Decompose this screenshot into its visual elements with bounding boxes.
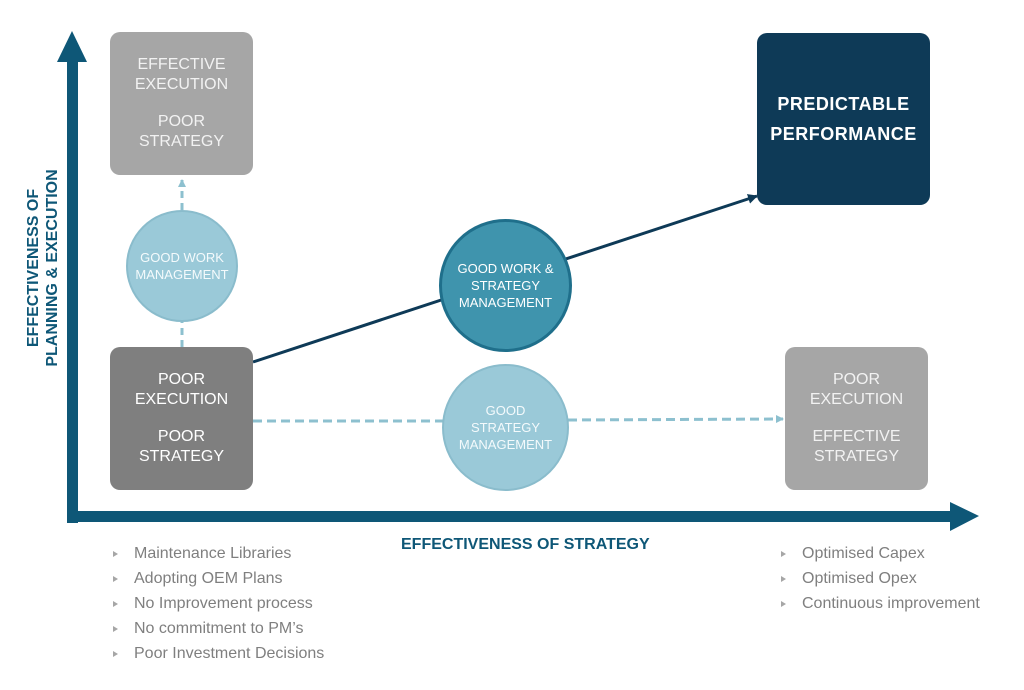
x-axis-label: EFFECTIVENESS OF STRATEGY (401, 536, 650, 553)
list-item-text: Poor Investment Decisions (134, 644, 325, 662)
circle-good-work-management: GOOD WORK MANAGEMENT (126, 210, 238, 322)
circle-label-line: STRATEGY (470, 420, 541, 435)
x-axis-shaft (67, 511, 955, 522)
list-item: No commitment to PM’s (111, 616, 324, 641)
list-item-text: Optimised Opex (802, 569, 917, 587)
circle-label-line: MANAGEMENT (458, 295, 553, 310)
list-item-text: No commitment to PM’s (134, 619, 304, 637)
bullet-triangle-icon (781, 550, 786, 557)
circle-label-line: MANAGEMENT (458, 437, 553, 452)
circle-label-line: GOOD (485, 403, 526, 418)
poor-strategy-characteristics-list: Maintenance Libraries Adopting OEM Plans… (111, 541, 324, 666)
quadrant-poor-execution-effective-strategy: POOR EXECUTION EFFECTIVE STRATEGY (785, 347, 928, 490)
bullet-triangle-icon (781, 600, 786, 607)
bullet-triangle-icon (113, 550, 118, 557)
list-item: Optimised Capex (779, 541, 980, 566)
performance-label: PERFORMANCE (770, 124, 917, 144)
bullet-triangle-icon (781, 575, 786, 582)
bullet-triangle-icon (113, 575, 118, 582)
y-axis-shaft (67, 58, 78, 523)
quadrant-strategy-label: POOR STRATEGY (138, 113, 225, 150)
circle-label-line: GOOD WORK & (457, 261, 554, 276)
list-item-text: Continuous improvement (802, 594, 980, 612)
quadrant-execution-label: EFFECTIVE EXECUTION (134, 56, 229, 93)
list-item: Poor Investment Decisions (111, 641, 324, 666)
x-axis-arrowhead (950, 502, 979, 531)
y-axis-arrowhead (57, 31, 87, 62)
quadrant-execution-label: POOR EXECUTION (134, 371, 229, 408)
list-item: Maintenance Libraries (111, 541, 324, 566)
list-item-text: Optimised Capex (802, 544, 925, 562)
list-item-text: Maintenance Libraries (134, 544, 292, 562)
bullet-triangle-icon (113, 600, 118, 607)
bullet-triangle-icon (113, 625, 118, 632)
y-axis-label-line2: PLANNING & EXECUTION (44, 169, 61, 367)
circle-label-line: GOOD WORK (140, 250, 224, 265)
predictable-label: PREDICTABLE (777, 94, 910, 114)
circle-label-line: MANAGEMENT (135, 267, 229, 282)
list-item: Optimised Opex (779, 566, 980, 591)
quadrant-strategy-label: POOR STRATEGY (138, 428, 225, 465)
strategy-path-dashed-right (567, 415, 784, 424)
effective-strategy-benefits-list: Optimised Capex Optimised Opex Continuou… (779, 541, 980, 616)
bullet-triangle-icon (113, 650, 118, 657)
quadrant-strategy-label: EFFECTIVE STRATEGY (812, 428, 901, 465)
list-item: Adopting OEM Plans (111, 566, 324, 591)
y-axis-label-line1: EFFECTIVENESS OF (25, 188, 42, 348)
list-item-text: No Improvement process (134, 594, 313, 612)
circle-good-strategy-management: GOOD STRATEGY MANAGEMENT (442, 364, 569, 491)
list-item: No Improvement process (111, 591, 324, 616)
quadrant-predictable-performance: PREDICTABLE PERFORMANCE (757, 33, 930, 205)
quadrant-execution-label: POOR EXECUTION (809, 371, 904, 408)
list-item: Continuous improvement (779, 591, 980, 616)
circle-label-line: STRATEGY (470, 278, 541, 293)
quadrant-poor-execution-poor-strategy: POOR EXECUTION POOR STRATEGY (110, 347, 253, 490)
quadrant-effective-execution-poor-strategy: EFFECTIVE EXECUTION POOR STRATEGY (110, 32, 253, 175)
y-axis-label: EFFECTIVENESS OF PLANNING & EXECUTION (24, 153, 62, 383)
list-item-text: Adopting OEM Plans (134, 569, 283, 587)
circle-good-work-strategy-management: GOOD WORK & STRATEGY MANAGEMENT (439, 219, 572, 352)
